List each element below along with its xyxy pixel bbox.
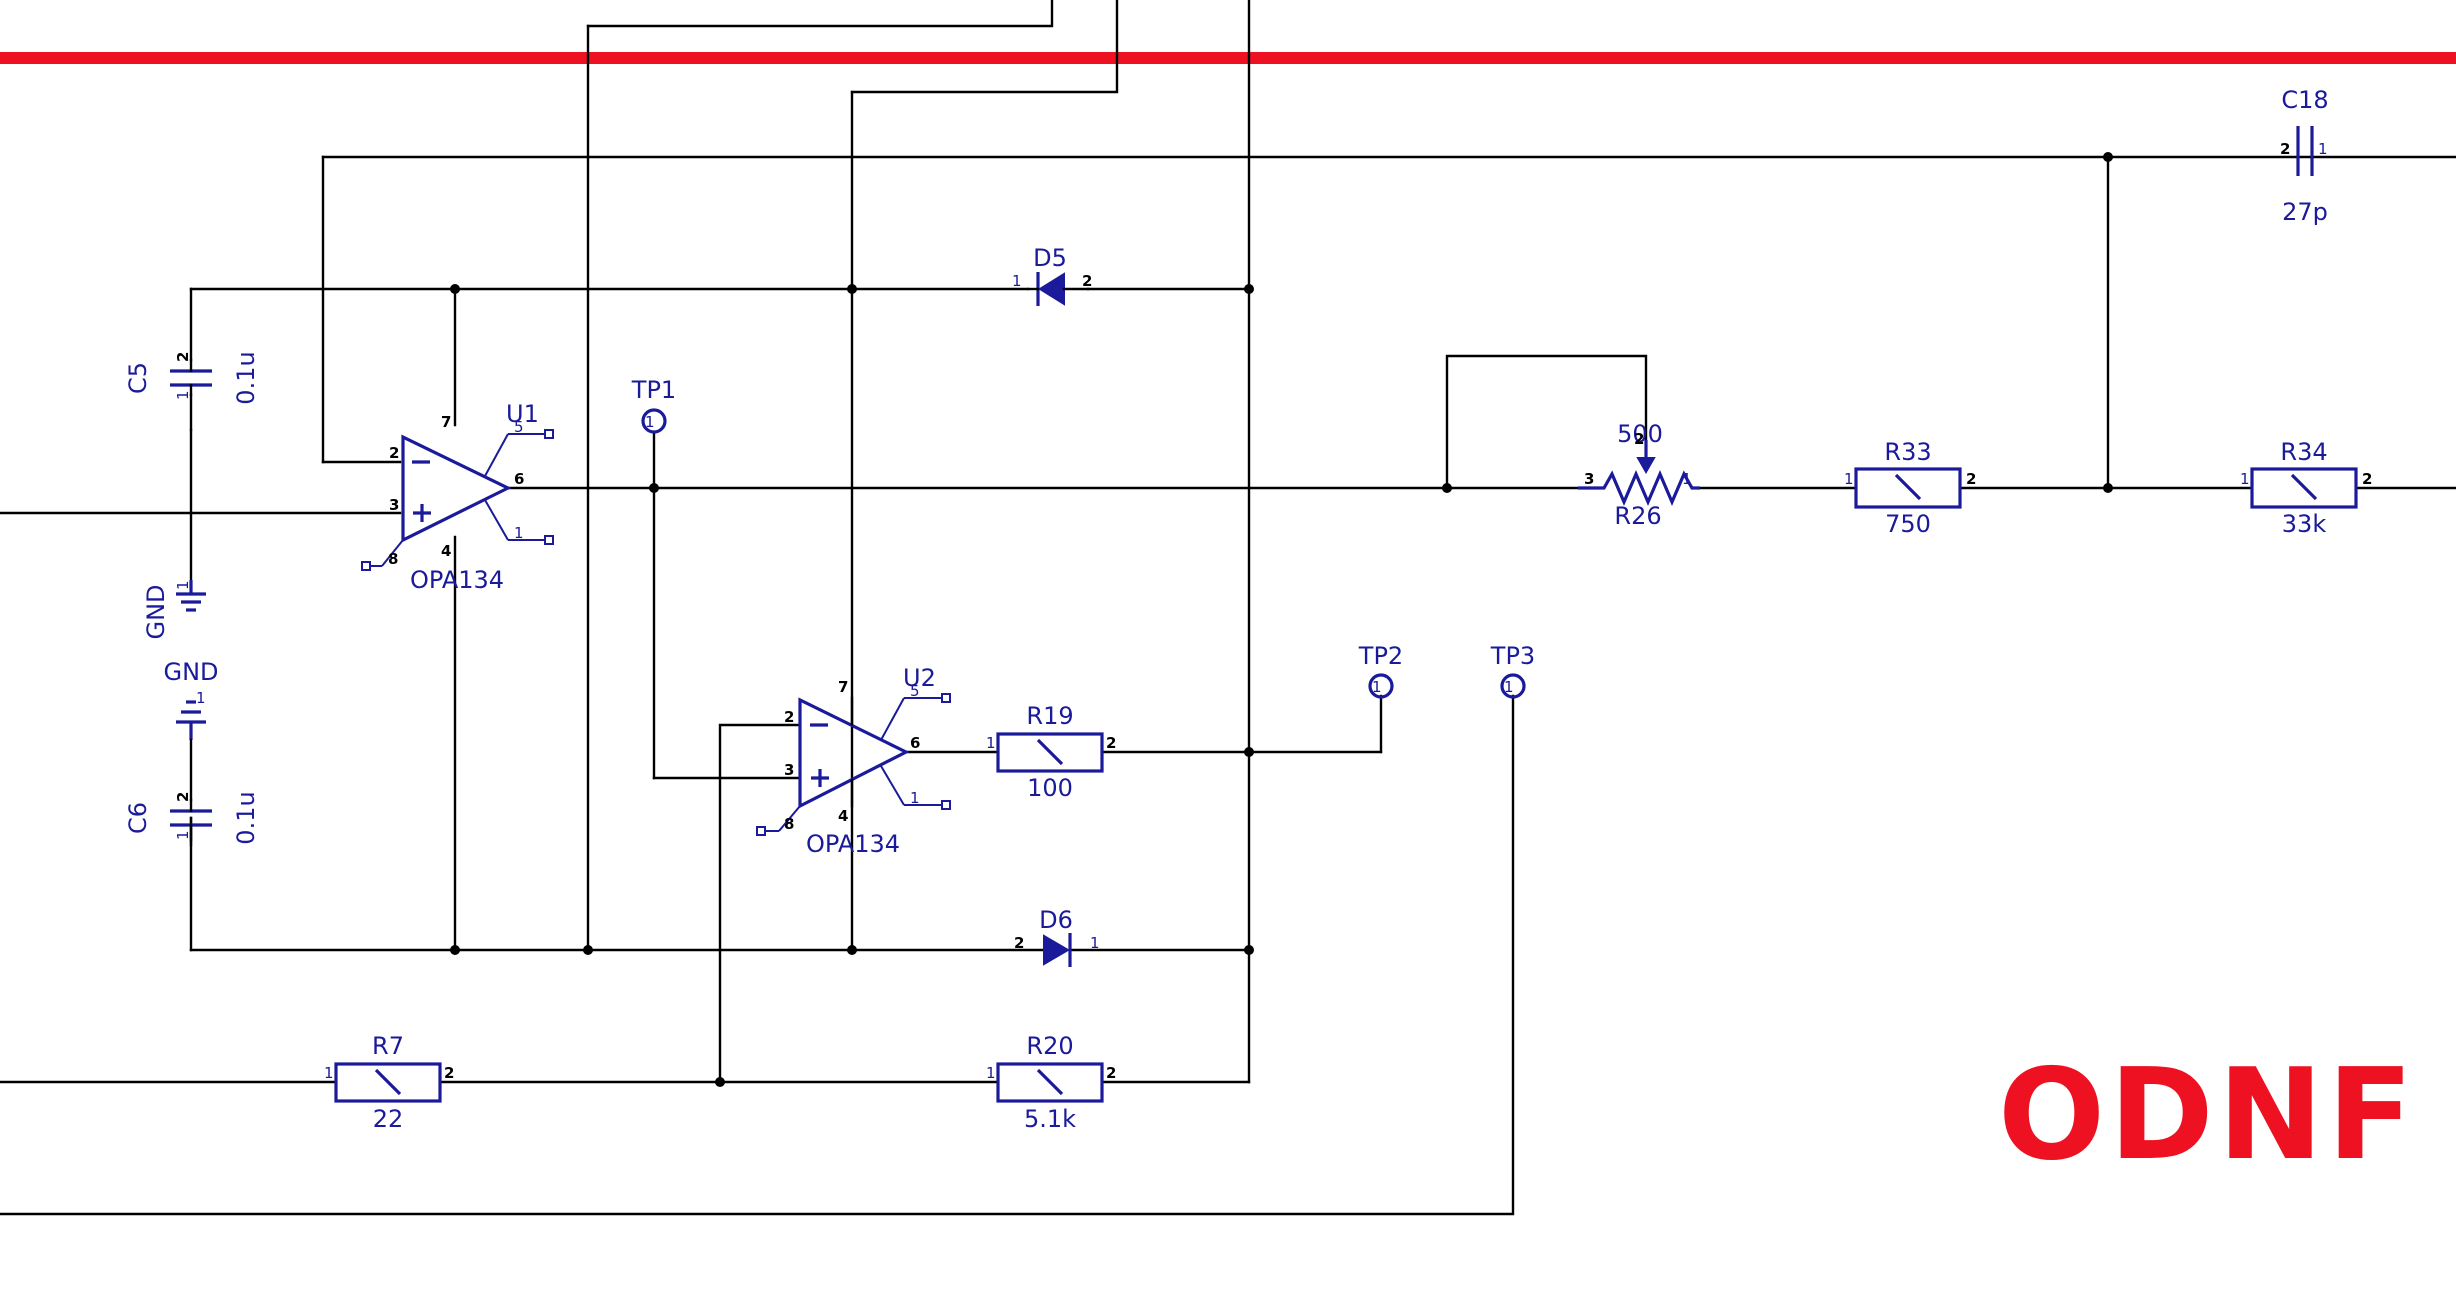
r26-value: 500: [1617, 420, 1663, 448]
gnd-label-1: GND: [142, 584, 170, 639]
u1-pin-1: 1: [514, 524, 524, 542]
d5-pin-a: 1: [1012, 272, 1022, 290]
c5-value: 0.1u: [232, 351, 260, 404]
r19-pin-b: 2: [1106, 734, 1116, 752]
u2-pin-1: 1: [910, 789, 920, 807]
c6-ref: C6: [124, 802, 152, 834]
u1-ref: U1: [506, 400, 539, 428]
d5-pin-b: 2: [1082, 272, 1092, 290]
tp3-ref: TP3: [1490, 642, 1535, 670]
r26-ref: R26: [1614, 502, 1661, 530]
u2-pin-vminus: 4: [838, 807, 848, 825]
c5-pin-b: 1: [174, 390, 192, 400]
d6-ref: D6: [1039, 906, 1073, 934]
c6-pin-b: 1: [174, 830, 192, 840]
diode-d5[interactable]: D5 1 2: [1012, 244, 1092, 306]
r26-pin-b: 1: [1682, 470, 1692, 488]
ground-symbol-1: GND 1: [142, 580, 206, 640]
testpoint-tp1[interactable]: TP1 1: [631, 376, 676, 434]
c18-pin-a: 2: [2280, 140, 2290, 158]
tp1-pin: 1: [645, 413, 655, 431]
resistor-r7[interactable]: R7 22 1 2: [324, 1032, 454, 1133]
u1-value: OPA134: [410, 566, 504, 594]
c18-value: 27p: [2282, 198, 2328, 226]
u2-pin-out: 6: [910, 734, 920, 752]
testpoint-tp3[interactable]: TP3 1: [1490, 642, 1535, 699]
r34-ref: R34: [2280, 438, 2327, 466]
junction-dots: [450, 152, 2113, 1087]
c5-pin-a: 2: [174, 352, 192, 362]
capacitor-c18[interactable]: C18 27p 2 1: [2280, 86, 2329, 226]
d6-pin-b: 1: [1090, 934, 1100, 952]
resistor-r34[interactable]: R34 33k 1 2: [2240, 438, 2372, 538]
r26-pin-wiper: 2: [1634, 430, 1644, 448]
r34-pin-a: 1: [2240, 470, 2250, 488]
r26-pin-a: 3: [1584, 470, 1594, 488]
d6-pin-a: 2: [1014, 934, 1024, 952]
r33-ref: R33: [1884, 438, 1931, 466]
r20-value: 5.1k: [1024, 1105, 1076, 1133]
c5-ref: C5: [124, 362, 152, 394]
tp2-pin: 1: [1372, 678, 1382, 696]
u1-pin-noninv: 3: [389, 496, 399, 514]
c18-pin-b: 1: [2318, 140, 2328, 158]
u1-pin-out: 6: [514, 470, 524, 488]
u2-pin-vplus: 7: [838, 678, 848, 696]
u1-pin-vminus: 4: [441, 542, 451, 560]
r33-pin-a: 1: [1844, 470, 1854, 488]
r7-pin-a: 1: [324, 1064, 334, 1082]
r20-pin-b: 2: [1106, 1064, 1116, 1082]
d5-ref: D5: [1033, 244, 1067, 272]
u2-pin-8: 8: [784, 815, 794, 833]
r19-value: 100: [1027, 774, 1073, 802]
c6-pin-a: 2: [174, 792, 192, 802]
u2-pin-5: 5: [910, 682, 920, 700]
r33-pin-b: 2: [1966, 470, 1976, 488]
r19-ref: R19: [1026, 702, 1073, 730]
gnd-pin-2: 1: [196, 689, 206, 707]
c18-ref: C18: [2281, 86, 2328, 114]
u2-value: OPA134: [806, 830, 900, 858]
c6-value: 0.1u: [232, 791, 260, 844]
tp1-ref: TP1: [631, 376, 676, 404]
gnd-pin-1: 1: [174, 580, 192, 590]
u2-pin-noninv: 3: [784, 761, 794, 779]
resistor-r33[interactable]: R33 750 1 2: [1844, 438, 1976, 538]
r34-value: 33k: [2282, 510, 2327, 538]
r33-value: 750: [1885, 510, 1931, 538]
testpoint-tp2[interactable]: TP2 1: [1358, 642, 1403, 699]
resistor-r19[interactable]: R19 100 1 2: [986, 702, 1116, 802]
u2-ref: U2: [903, 664, 936, 692]
r20-ref: R20: [1026, 1032, 1073, 1060]
u1-pin-8: 8: [388, 550, 398, 568]
r7-pin-b: 2: [444, 1064, 454, 1082]
resistor-r20[interactable]: R20 5.1k 1 2: [986, 1032, 1116, 1133]
diode-d6[interactable]: D6 2 1: [1014, 906, 1100, 967]
opamp-u2[interactable]: U2 OPA134 2 3 6 7 4 5 1 8: [756, 664, 951, 858]
u2-pin-inv: 2: [784, 708, 794, 726]
wires: [0, 0, 2456, 1216]
gnd-label-2: GND: [163, 658, 218, 686]
r7-value: 22: [373, 1105, 404, 1133]
capacitor-c5[interactable]: C5 0.1u 2 1: [124, 351, 260, 404]
u1-pin-inv: 2: [389, 444, 399, 462]
r20-pin-a: 1: [986, 1064, 996, 1082]
odnf-stamp: ODNF: [1998, 1041, 2417, 1188]
tp3-pin: 1: [1504, 678, 1514, 696]
r19-pin-a: 1: [986, 734, 996, 752]
r7-ref: R7: [372, 1032, 404, 1060]
u1-pin-5: 5: [514, 418, 524, 436]
potentiometer-r26[interactable]: 500 R26 3 1 2: [1578, 420, 1700, 530]
ground-symbol-2: GND 1: [163, 658, 219, 802]
tp2-ref: TP2: [1358, 642, 1403, 670]
opamp-u1[interactable]: U1 OPA134 2 3 6 7 4 5 1 8: [361, 400, 554, 594]
r34-pin-b: 2: [2362, 470, 2372, 488]
capacitor-c6[interactable]: C6 0.1u 2 1: [124, 791, 260, 844]
u1-pin-vplus: 7: [441, 413, 451, 431]
